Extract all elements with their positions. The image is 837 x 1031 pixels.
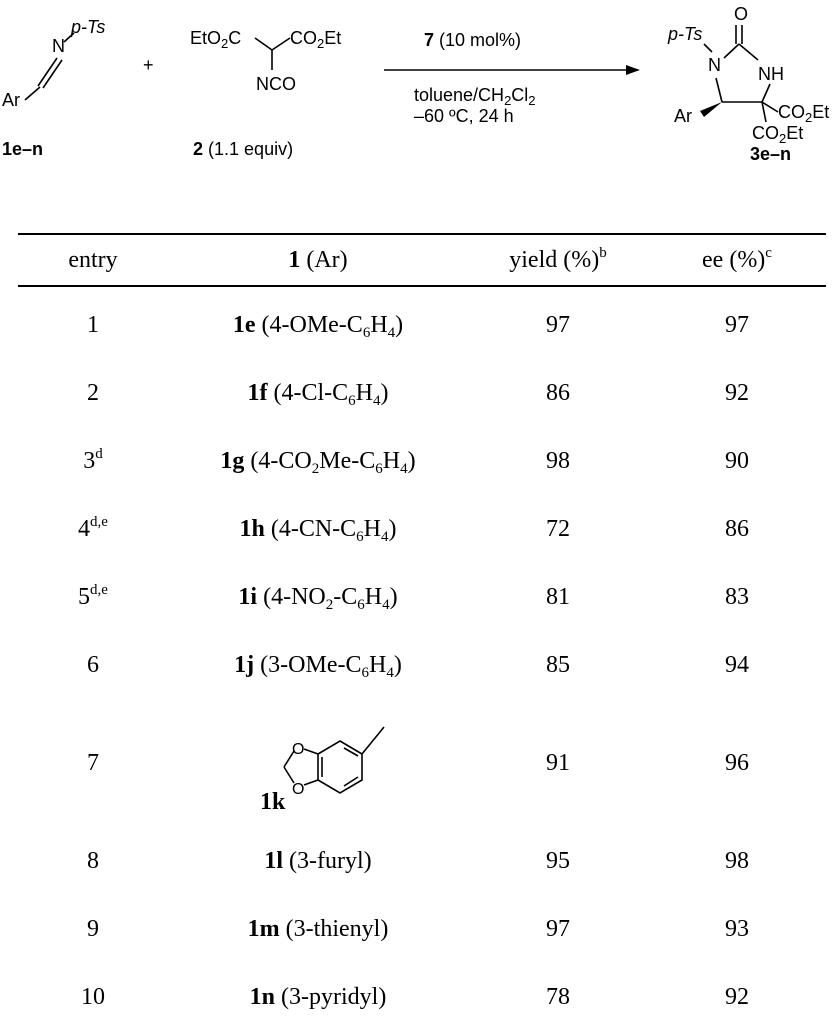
cell-substrate: 1f (4-Cl-C6H4): [247, 379, 389, 409]
table-row: 5d,e 1i (4-NO2-C6H4) 81 83: [18, 563, 826, 631]
product-nh: NH: [758, 64, 784, 84]
table-row: 1 1e (4-OMe-C6H4) 97 97: [18, 291, 826, 359]
table-row: 10 1n (3-pyridyl) 78 92: [18, 963, 826, 1031]
cell-entry: 5d,e: [78, 581, 108, 610]
compound-label-1k: 1k: [260, 789, 286, 815]
reactant-imine: p-Ts N Ar 1e–n: [2, 17, 105, 159]
table-top-rule: [18, 233, 826, 235]
cell-ee: 86: [725, 515, 749, 542]
table-row: 9 1m (3-thienyl) 97 93: [18, 895, 826, 963]
cell-yield: 95: [546, 847, 570, 874]
cell-entry: 2: [87, 379, 99, 406]
reaction-scheme: p-Ts N Ar 1e–n + EtO2C CO2Et NCO 2 (1.1 …: [0, 0, 837, 230]
cell-ee: 83: [725, 583, 749, 610]
cell-entry: 6: [87, 651, 99, 678]
cell-entry: 7: [87, 749, 99, 776]
cell-ee: 90: [725, 447, 749, 474]
reactant2-nco: NCO: [256, 74, 296, 94]
reaction-scheme-drawing: p-Ts N Ar 1e–n + EtO2C CO2Et NCO 2 (1.1 …: [2, 4, 829, 164]
cell-entry: 1: [87, 311, 99, 338]
product-imidazolidinone: O p-Ts N NH Ar CO2Et CO2Et 3e–n: [667, 4, 829, 164]
table-row: 4d,e 1h (4-CN-C6H4) 72 86: [18, 495, 826, 563]
cell-ee: 92: [725, 983, 749, 1010]
svg-text:O: O: [292, 741, 304, 758]
cell-entry: 10: [81, 983, 105, 1010]
cell-substrate: 1g (4-CO2Me-C6H4): [220, 447, 416, 477]
table-header-row: entry 1 (Ar) yield (%)b ee (%)c: [18, 235, 826, 285]
cell-substrate: 1h (4-CN-C6H4): [239, 515, 397, 545]
cell-yield: 97: [546, 311, 570, 338]
reactant1-n-atom: N: [52, 36, 65, 56]
cell-yield: 98: [546, 447, 570, 474]
cell-substrate: 1j (3-OMe-C6H4): [234, 651, 402, 681]
cell-substrate: 1m (3-thienyl): [247, 915, 389, 942]
product-carbonyl-o: O: [734, 4, 748, 24]
cell-substrate: 1k O O: [168, 699, 468, 827]
table-row: 3d 1g (4-CO2Me-C6H4) 98 90: [18, 427, 826, 495]
cell-ee: 92: [725, 379, 749, 406]
header-ee: ee (%)c: [702, 244, 772, 273]
catalyst-loading: 7 (10 mol%): [424, 30, 521, 50]
svg-text:O: O: [292, 781, 304, 798]
header-entry: entry: [68, 246, 118, 273]
table-row: 6 1j (3-OMe-C6H4) 85 94: [18, 631, 826, 699]
conditions-solvent: toluene/CH2Cl2: [414, 85, 536, 108]
table-row: 8 1l (3-furyl) 95 98: [18, 827, 826, 895]
cell-ee: 97: [725, 311, 749, 338]
plus-sign: +: [143, 55, 154, 75]
cell-yield: 86: [546, 379, 570, 406]
cell-substrate: 1i (4-NO2-C6H4): [238, 583, 398, 613]
table-header-rule: [18, 285, 826, 287]
cell-yield: 78: [546, 983, 570, 1010]
cell-yield: 81: [546, 583, 570, 610]
reactant1-ts-group: p-Ts: [70, 17, 105, 37]
cell-ee: 96: [725, 749, 749, 776]
cell-entry: 4d,e: [78, 513, 108, 542]
cell-entry: 9: [87, 915, 99, 942]
reactant2-label: 2 (1.1 equiv): [193, 139, 293, 159]
cell-entry: 3d: [83, 445, 103, 474]
product-ar: Ar: [674, 106, 692, 126]
reaction-arrow: 7 (10 mol%) toluene/CH2Cl2 –60 ºC, 24 h: [384, 30, 640, 126]
header-yield: yield (%)b: [509, 244, 607, 273]
header-substrate: 1 (Ar): [288, 246, 348, 273]
product-ester-1: CO2Et: [778, 102, 829, 125]
reactant-malonate: EtO2C CO2Et NCO 2 (1.1 equiv): [190, 28, 341, 159]
benzodioxole-structure: 1k O O: [260, 726, 385, 815]
product-ester-2: CO2Et: [752, 123, 803, 146]
product-ts-group: p-Ts: [667, 24, 702, 44]
cell-substrate: 1l (3-furyl): [264, 847, 372, 874]
product-n-atom: N: [708, 55, 721, 75]
reactant1-ar: Ar: [2, 90, 20, 110]
reactant1-label: 1e–n: [2, 139, 43, 159]
reactant2-left-ester: EtO2C: [190, 28, 241, 51]
cell-yield: 91: [546, 749, 570, 776]
cell-yield: 97: [546, 915, 570, 942]
cell-ee: 98: [725, 847, 749, 874]
product-label: 3e–n: [750, 144, 791, 164]
cell-ee: 94: [725, 651, 749, 678]
table-row: 7 1k: [18, 699, 826, 827]
conditions-temp-time: –60 ºC, 24 h: [414, 106, 514, 126]
cell-substrate: 1e (4-OMe-C6H4): [232, 311, 404, 341]
cell-substrate: 1n (3-pyridyl): [249, 983, 387, 1010]
table-row: 2 1f (4-Cl-C6H4) 86 92: [18, 359, 826, 427]
cell-yield: 85: [546, 651, 570, 678]
reactant2-right-ester: CO2Et: [290, 28, 341, 51]
cell-ee: 93: [725, 915, 749, 942]
cell-entry: 8: [87, 847, 99, 874]
cell-yield: 72: [546, 515, 570, 542]
